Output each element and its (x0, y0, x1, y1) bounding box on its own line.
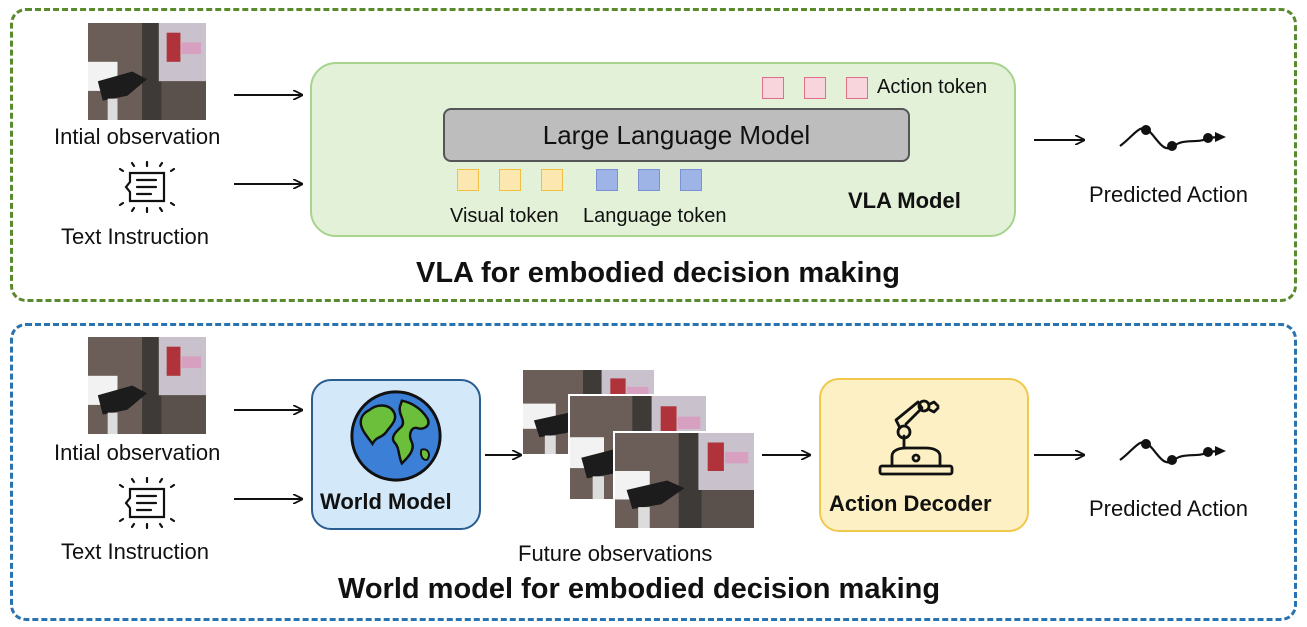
visual-token (457, 169, 479, 191)
observation-arrow (234, 88, 306, 102)
action-token (762, 77, 784, 99)
large-language-model-box: Large Language Model (443, 108, 910, 162)
action-decoder-label: Action Decoder (829, 491, 992, 516)
earth-globe-icon (350, 390, 442, 482)
world-model-panel-title: World model for embodied decision making (338, 573, 941, 605)
future-to-decoder-arrow (762, 448, 814, 462)
future-observations-label: Future observations (518, 541, 713, 566)
visual-token (541, 169, 563, 191)
vla-panel-title: VLA for embodied decision making (416, 257, 900, 289)
observation-arrow (234, 403, 306, 417)
text-instruction-label: Text Instruction (61, 539, 209, 564)
action-decoder-box (819, 378, 1029, 532)
instruction-arrow (234, 177, 306, 191)
predicted-action-label: Predicted Action (1089, 496, 1248, 521)
trajectory-icon (1118, 438, 1228, 467)
initial-observation-image (88, 337, 206, 434)
language-token (680, 169, 702, 191)
decoder-output-arrow (1034, 448, 1088, 462)
language-token-label: Language token (583, 205, 727, 227)
language-token (638, 169, 660, 191)
action-token (804, 77, 826, 99)
initial-observation-label: Intial observation (54, 440, 221, 465)
text-instruction-icon (118, 477, 176, 530)
robot-arm-icon (878, 399, 954, 476)
predicted-action-label: Predicted Action (1089, 182, 1248, 207)
world-model-label: World Model (320, 489, 452, 514)
action-token (846, 77, 868, 99)
vla-output-arrow (1034, 133, 1088, 147)
initial-observation-label: Intial observation (54, 124, 221, 149)
world-model-panel (10, 323, 1297, 621)
vla-model-label: VLA Model (848, 188, 961, 213)
future-observation-frame (613, 431, 754, 528)
language-token (596, 169, 618, 191)
visual-token (499, 169, 521, 191)
trajectory-icon (1118, 124, 1228, 153)
initial-observation-image (88, 23, 206, 120)
world-model-output-arrow (485, 448, 525, 462)
action-token-label: Action token (877, 76, 988, 98)
visual-token-label: Visual token (450, 205, 559, 227)
instruction-arrow (234, 492, 306, 506)
text-instruction-label: Text Instruction (61, 224, 209, 249)
vla-panel (10, 8, 1297, 302)
future-observation-frame (568, 394, 706, 499)
text-instruction-icon (118, 161, 176, 214)
